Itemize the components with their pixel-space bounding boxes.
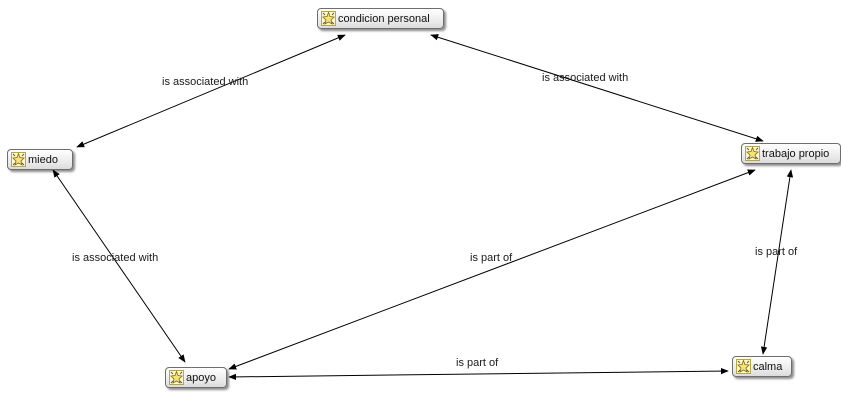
edge-condicion-miedo[interactable] <box>76 34 346 148</box>
node-label: trabajo propio <box>762 147 830 160</box>
edge-trabajo-apoyo[interactable] <box>228 169 756 370</box>
edge-label-trabajo-apoyo: is part of <box>470 252 513 264</box>
node-calma[interactable]: calma <box>732 356 792 377</box>
edge-label-calma-apoyo: is part of <box>456 357 499 369</box>
edge-calma-apoyo[interactable] <box>228 367 729 381</box>
node-label: condicion personal <box>338 12 430 25</box>
node-apoyo[interactable]: apoyo <box>165 367 227 388</box>
edge-trabajo-calma[interactable] <box>760 169 794 355</box>
edge-condicion-trabajo[interactable] <box>430 34 764 142</box>
edge-miedo-apoyo[interactable] <box>52 169 186 363</box>
code-sparkle-icon <box>745 146 760 161</box>
node-label: apoyo <box>186 371 216 384</box>
node-label: miedo <box>28 153 58 166</box>
edge-label-condicion-trabajo: is associated with <box>542 72 629 84</box>
edge-label-condicion-miedo: is associated with <box>162 76 249 88</box>
edge-label-miedo-apoyo: is associated with <box>72 252 159 264</box>
code-sparkle-icon <box>736 359 751 374</box>
edge-label-trabajo-calma: is part of <box>755 246 798 258</box>
node-label: calma <box>753 360 783 373</box>
node-trabajo[interactable]: trabajo propio <box>741 143 841 164</box>
code-sparkle-icon <box>169 370 184 385</box>
code-sparkle-icon <box>321 11 336 26</box>
code-sparkle-icon <box>11 152 26 167</box>
node-miedo[interactable]: miedo <box>7 149 73 170</box>
node-condicion[interactable]: condicion personal <box>317 8 444 29</box>
